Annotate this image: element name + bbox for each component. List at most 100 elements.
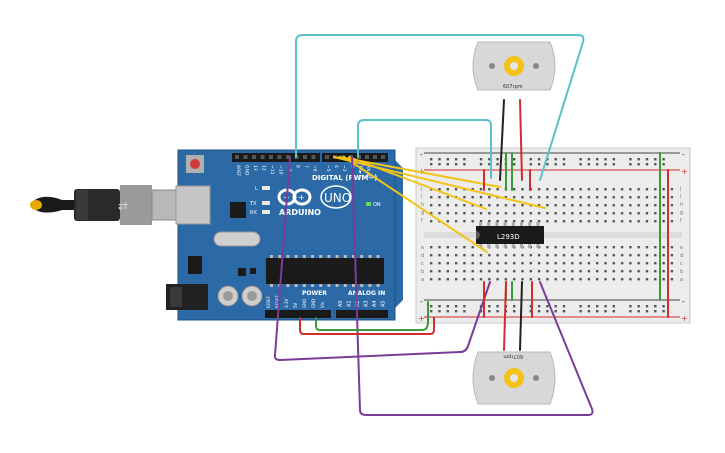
analog-pin-label: A2 [355,300,361,307]
wire-red-power [299,317,435,335]
digital-header-right[interactable] [322,153,388,162]
rail-minus-bottom-left: - [420,297,423,306]
led-rx-label: RX [250,210,257,216]
motor-bottom-lead-black [519,281,523,351]
dc-motor-top[interactable]: 607rpm [472,41,556,91]
row-letter: c [421,261,424,267]
analog-header[interactable] [336,310,388,318]
arduino-model: UNO [324,191,351,205]
power-pin-label: IOREF [266,295,271,308]
row-letter: h [421,202,424,208]
digital-pin-label: GND [244,165,250,176]
digital-label: DIGITAL (PWM~) [312,174,377,182]
analog-pin-label: A1 [347,300,353,307]
digital-pin-label: TX►1 [357,164,363,177]
analog-label: ANALOG IN [348,290,385,297]
atmega-chip [266,258,384,284]
digital-pin-label: RX◄0 [365,165,371,178]
row-letter: i [421,194,422,200]
motor-top-lead-black [499,99,505,181]
row-letter: f [680,218,682,224]
rail-minus-bottom-right: - [682,297,685,306]
wire-purple-1 [273,156,491,361]
row-letter: e [680,245,683,251]
motor-top-lead-red [519,99,523,181]
row-letter: a [421,277,424,283]
row-letter: c [680,261,683,267]
row-letter: h [680,202,683,208]
row-letter: j [420,186,422,192]
digital-header-left[interactable] [232,153,320,162]
power-pin-labels: IOREF RESET 3.3V 5V GND GND Vin [266,295,325,308]
wire-yellow-3 [343,156,488,253]
digital-pin-label: 8 [295,165,301,168]
row-letter: g [421,210,424,216]
motor-top-label: 607rpm [503,84,523,90]
analog-pin-label: A5 [381,300,387,307]
power-pin-label: GND [311,299,316,308]
wire-yellow-2 [338,156,501,188]
svg-text:⇄: ⇄ [118,199,128,213]
row-letter: b [421,269,424,275]
digital-pin-label: 13 [252,165,258,171]
dc-motor-bottom[interactable]: 607rpm [472,351,556,405]
digital-pin-label: ~10 [278,165,284,175]
row-letter: b [680,269,683,275]
on-label: ON [373,202,381,208]
digital-pin-label: ~3 [341,165,347,172]
rail-plus-top-right: + [681,167,688,176]
gear-icon [504,56,524,76]
row-letter: i [680,194,681,200]
digital-pin-label: 12 [261,165,267,171]
rail-plus-bottom-left: + [418,314,425,323]
wire-purple-2 [351,156,594,416]
row-letter: e [421,245,424,251]
gear-icon [504,368,524,388]
l293d-chip[interactable]: L293D [476,222,544,248]
power-header[interactable] [265,310,331,318]
rail-minus-top-right: - [682,150,685,159]
power-pin-label: 5V [293,302,298,308]
power-pin-label: GND [302,299,307,308]
row-letter: f [421,218,423,224]
svg-text:+: + [298,193,305,202]
led-tx-label: TX [249,201,257,207]
arduino-brand: ARDUINO [279,208,321,217]
wire-yellow-4 [348,156,487,210]
row-letter: d [421,253,424,259]
digital-pin-label: AREF [235,165,241,177]
wires [273,34,669,416]
digital-pin-label: 7 [303,165,309,168]
motor-bottom-lead-red [503,281,507,351]
l293d-label: L293D [497,233,520,241]
digital-pin-label: 4 [333,165,339,168]
power-pin-label: RESET [275,295,280,308]
rail-minus-top-left: - [420,150,423,159]
rail-plus-bottom-right: + [681,314,688,323]
power-pin-label: Vin [320,301,325,308]
wire-green-gnd [315,301,429,331]
led-l [262,186,270,190]
power-pin-label: 3.3V [284,299,289,308]
led-tx [262,201,270,205]
led-rx [262,210,270,214]
analog-pin-label: A4 [372,300,378,307]
row-letter: d [680,253,683,259]
digital-pin-label: ~11 [269,165,275,175]
power-label: POWER [302,290,327,297]
digital-pin-label: ~6 [312,165,318,172]
motor-bottom-label: 607rpm [503,353,523,359]
analog-pin-label: A0 [338,300,344,307]
led-l-label: L [255,186,258,192]
digital-pin-label: ~5 [325,165,331,172]
wire-cyan-1 [295,34,585,181]
row-letter: g [680,210,683,216]
analog-pin-label: A3 [364,300,370,307]
wire-cyan-2 [357,119,492,179]
row-letter: a [680,277,683,283]
